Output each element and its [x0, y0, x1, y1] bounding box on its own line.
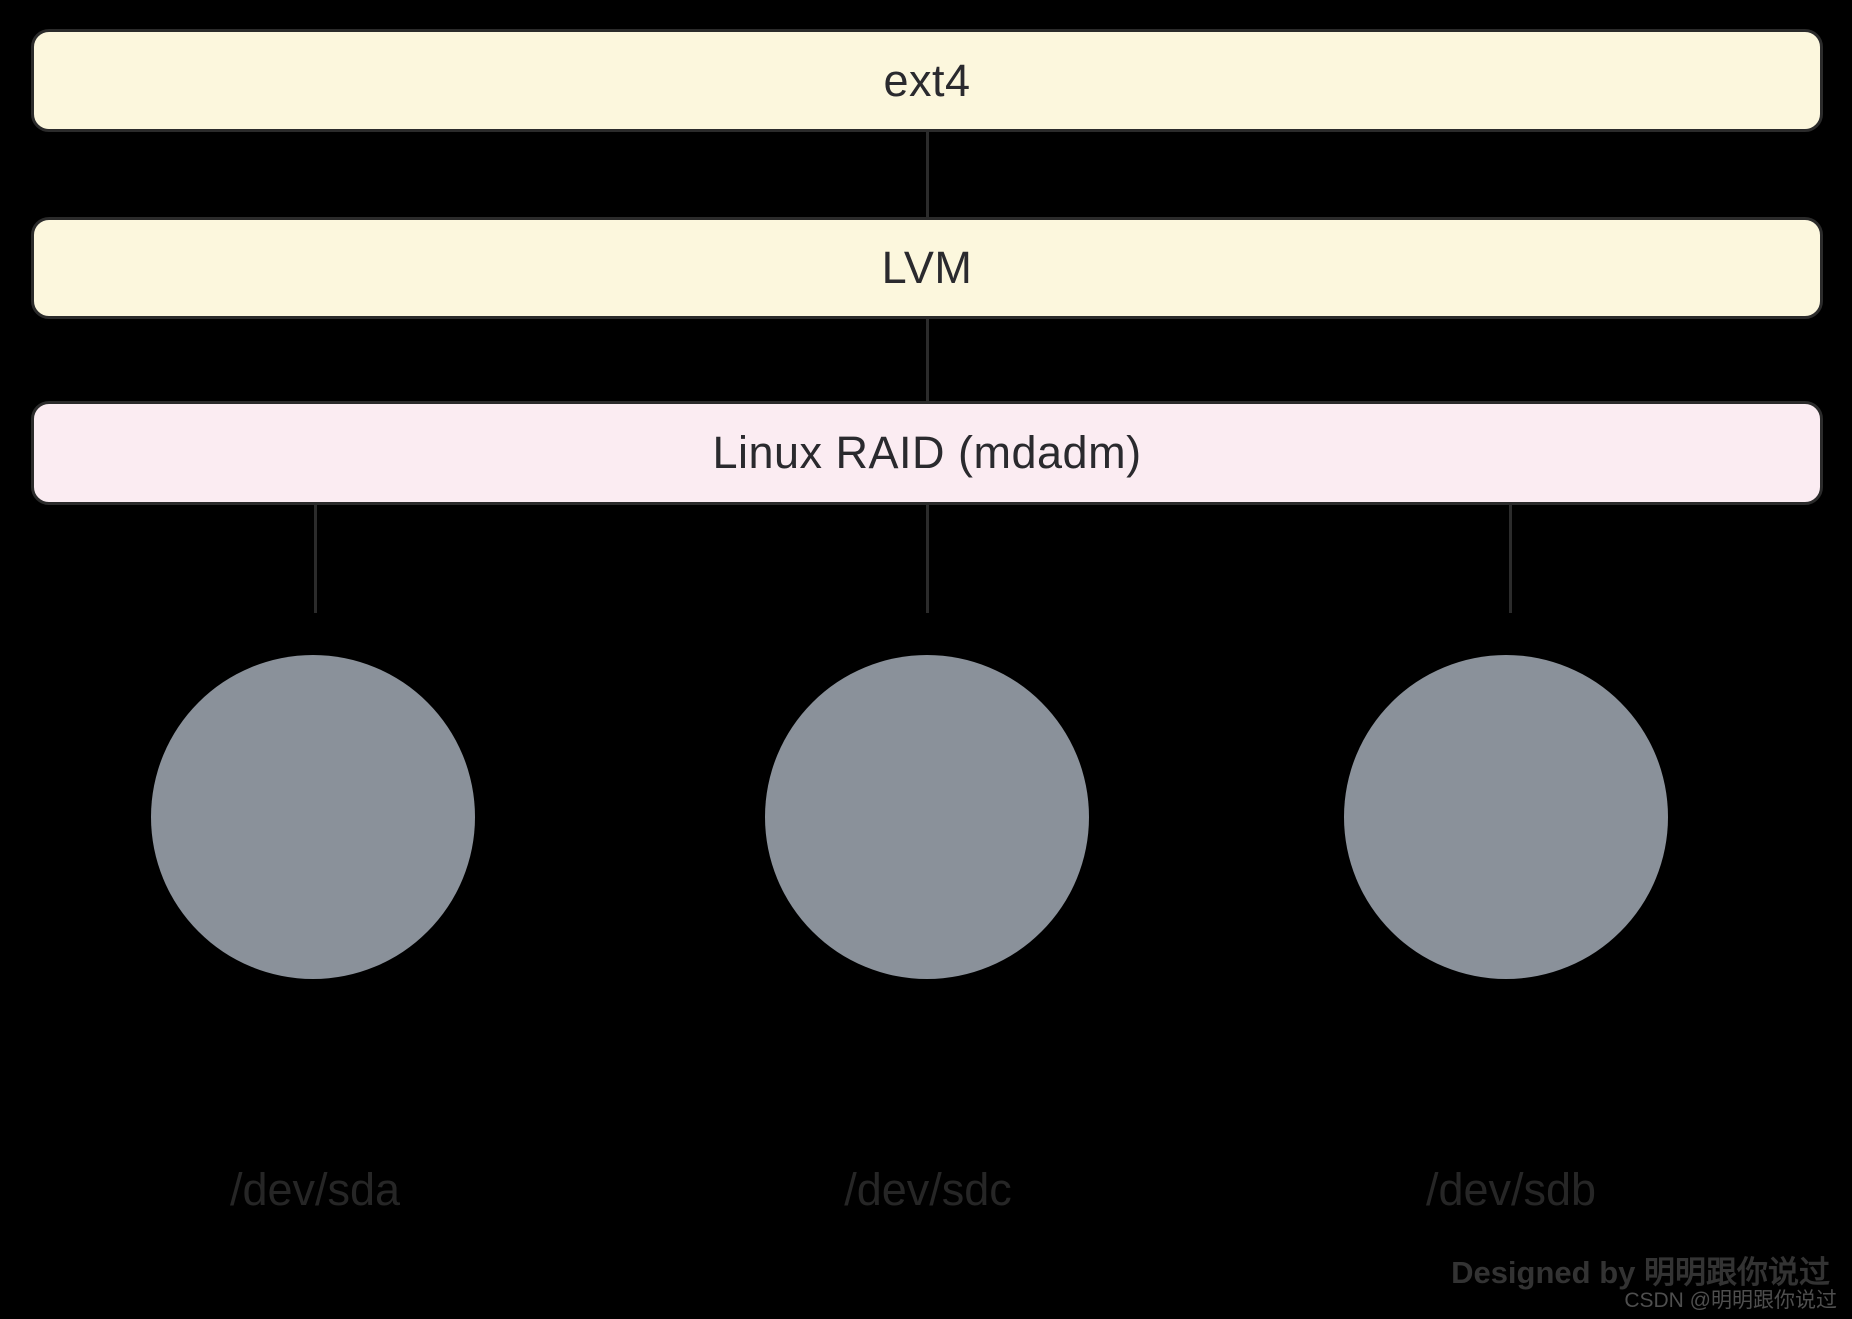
edge-raid-to-sda [314, 505, 317, 613]
disk-circle-sdc [765, 655, 1089, 979]
node-lvm-label: LVM [881, 242, 973, 293]
edge-ext4-to-lvm [926, 132, 929, 217]
node-linux-raid: Linux RAID (mdadm) [31, 401, 1823, 505]
node-ext4: ext4 [31, 29, 1823, 132]
node-linux-raid-label: Linux RAID (mdadm) [712, 427, 1142, 478]
edge-lvm-to-raid [926, 319, 929, 401]
disk-label-sda: /dev/sda [229, 1164, 401, 1215]
watermark-designed-by: Designed by 明明跟你说过 [1451, 1255, 1830, 1290]
disk-circle-sda [151, 655, 475, 979]
disk-label-sdc: /dev/sdc [844, 1164, 1012, 1215]
edge-raid-to-sdc [926, 505, 929, 613]
disk-circle-sdb [1344, 655, 1668, 979]
disk-label-sdb: /dev/sdb [1425, 1164, 1597, 1215]
node-lvm: LVM [31, 217, 1823, 319]
edge-raid-to-sdb [1509, 505, 1512, 613]
watermark-csdn: CSDN @明明跟你说过 [1624, 1289, 1837, 1312]
node-ext4-label: ext4 [883, 54, 971, 106]
